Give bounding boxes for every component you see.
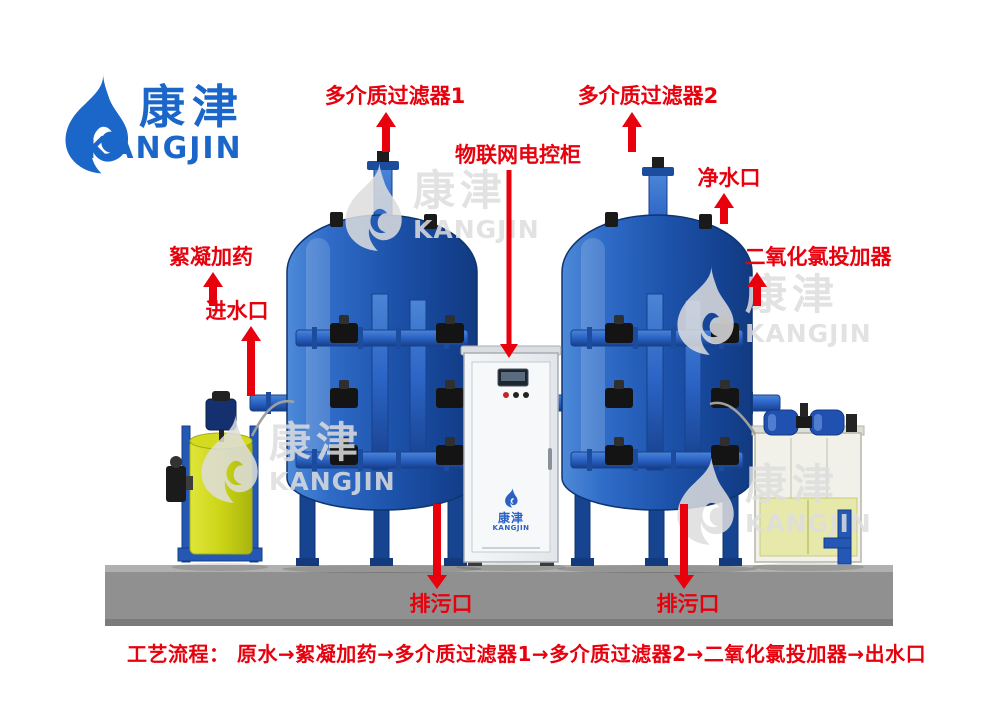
tank2-dome-fitting <box>699 214 712 229</box>
tank1-leg <box>447 469 464 563</box>
unit-cap <box>763 409 799 436</box>
valve-actuator <box>330 323 358 343</box>
brand-name-en: KANGJIN <box>85 131 243 166</box>
watermark-en: KANGJIN <box>745 319 872 348</box>
label-control-cabinet: 物联网电控柜 <box>455 143 581 167</box>
tank2-foot <box>719 558 742 566</box>
label-drain-right: 排污口 <box>656 592 720 616</box>
watermark: 康津 KANGJIN <box>192 410 396 505</box>
arrow-clean-water-outlet <box>714 193 734 224</box>
cabinet-brand-logo: 康津 KANGJIN <box>489 487 533 533</box>
brand-name-cn: 康津 <box>139 80 245 134</box>
cabinet-brand-en: KANGJIN <box>492 524 530 533</box>
watermark: 康津 KANGJIN <box>668 262 872 357</box>
watermark-flame-icon <box>677 263 734 355</box>
watermark-flame-icon <box>201 411 258 503</box>
valve-actuator <box>605 445 633 465</box>
valve-actuator <box>436 323 464 343</box>
tank1-foot <box>296 558 319 566</box>
tank1-pipe-row <box>295 329 469 347</box>
cabinet-handle <box>548 448 552 470</box>
cabinet-button <box>523 392 529 398</box>
valve-actuator <box>436 388 464 408</box>
cabinet-display <box>497 368 529 387</box>
watermark-cn: 康津 <box>413 166 508 215</box>
arrow-filter1 <box>376 112 396 152</box>
tank2-foot <box>645 558 668 566</box>
valve-actuator <box>436 445 464 465</box>
tank2-highlight <box>581 238 605 466</box>
brand-logo: 康津 KANGJIN <box>55 70 265 182</box>
label-drain-left: 排污口 <box>409 592 473 616</box>
label-water-inlet: 进水口 <box>205 299 269 323</box>
tank1-foot <box>444 558 467 566</box>
label-chlorine-dioxide-doser: 二氧化氯投加器 <box>744 245 892 269</box>
cabinet-button <box>503 392 509 398</box>
tank2-dome-fitting <box>605 212 618 227</box>
tank2-top-flange <box>642 167 674 176</box>
cabinet-brand-cn: 康津 <box>497 511 524 525</box>
dosing-pump <box>166 466 186 502</box>
concrete-platform <box>105 563 893 626</box>
watermark-en: KANGJIN <box>413 215 540 244</box>
valve-actuator <box>330 388 358 408</box>
valve-actuator <box>605 323 633 343</box>
label-flocculant-dosing: 絮凝加药 <box>169 245 253 269</box>
cabinet-flame-icon <box>505 487 518 508</box>
tank1-foot <box>370 558 393 566</box>
arrow-filter2 <box>622 112 642 152</box>
watermark-flame-icon <box>677 453 734 545</box>
brand-flame-icon <box>65 71 129 174</box>
watermark-cn: 康津 <box>745 460 840 509</box>
tank2-top-pipe <box>648 173 668 273</box>
watermark-en: KANGJIN <box>745 509 872 538</box>
watermark-flame-icon <box>345 159 402 251</box>
dosing-hose-right <box>709 401 757 435</box>
arrow-drain-left <box>427 504 447 589</box>
control-cabinet <box>460 345 562 566</box>
watermark: 康津 KANGJIN <box>336 158 540 253</box>
tank2-leg <box>648 469 665 563</box>
watermark: 康津 KANGJIN <box>668 452 872 547</box>
valve-actuator <box>711 388 739 408</box>
valve-actuator <box>605 388 633 408</box>
arrow-water-inlet <box>241 326 261 396</box>
tank2-leg <box>574 469 591 563</box>
label-filter1: 多介质过滤器1 <box>324 84 466 108</box>
cabinet-button <box>513 392 519 398</box>
tank2-foot <box>571 558 594 566</box>
label-filter2: 多介质过滤器2 <box>577 84 719 108</box>
process-flow-text: 工艺流程： 原水→絮凝加药→多介质过滤器1→多介质过滤器2→二氧化氯投加器→出水… <box>127 642 927 666</box>
tank1-front-pipe <box>409 299 427 469</box>
tank2-front-pipe <box>646 293 664 471</box>
label-clean-water-outlet: 净水口 <box>697 166 761 190</box>
tank2-top-cap <box>652 157 664 168</box>
watermark-en: KANGJIN <box>269 467 396 496</box>
watermark-cn: 康津 <box>745 270 840 319</box>
watermark-cn: 康津 <box>269 418 364 467</box>
unit-cap <box>809 409 845 436</box>
